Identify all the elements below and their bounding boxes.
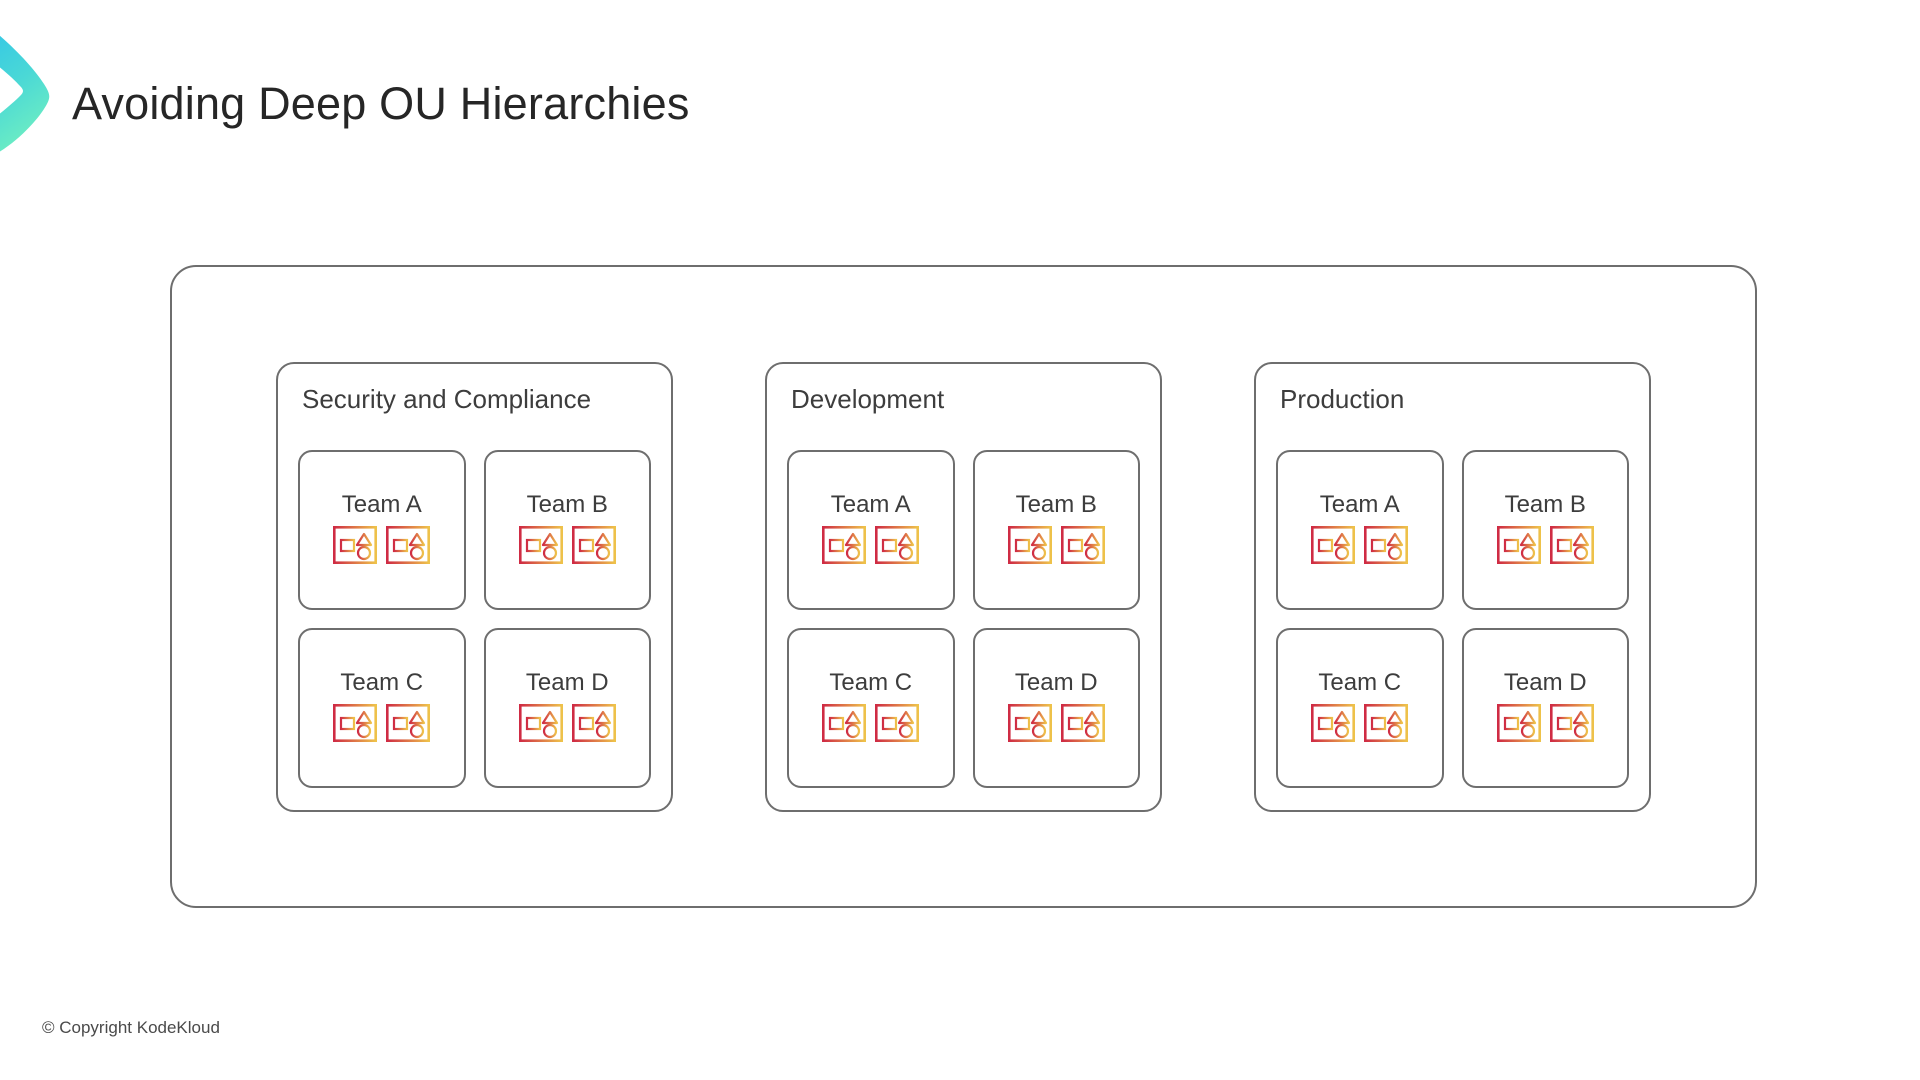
team-accounts [1007,526,1105,564]
team-accounts [518,526,616,564]
team-card[interactable]: Team A [1276,449,1444,610]
team-card[interactable]: Team D [1461,627,1629,788]
aws-account-icon [1496,704,1541,742]
team-accounts [518,704,616,742]
team-label: Team A [1319,491,1400,518]
team-label: Team A [341,491,422,518]
team-accounts [822,704,920,742]
aws-account-icon [386,704,431,742]
aws-account-icon [822,526,867,564]
aws-account-icon [386,526,431,564]
aws-account-icon [1007,526,1052,564]
aws-account-icon [333,704,378,742]
team-label: Team C [829,669,913,696]
team-accounts [1311,526,1409,564]
team-card[interactable]: Team A [298,449,466,610]
team-accounts [822,526,920,564]
team-card[interactable]: Team A [787,449,955,610]
aws-account-icon [333,526,378,564]
team-accounts [333,526,431,564]
ou-group-production[interactable]: Production Team A Team B [1254,361,1651,812]
ou-group-title: Production [1280,383,1405,414]
ou-groups-row: Security and Compliance Team A Team B [172,267,1755,906]
team-card[interactable]: Team C [298,627,466,788]
team-accounts [1007,704,1105,742]
team-card[interactable]: Team C [787,627,955,788]
copyright-footer: © Copyright KodeKloud [42,1018,220,1037]
team-label: Team D [1503,669,1587,696]
teams-grid: Team A Team B Team [787,449,1140,788]
aws-account-icon [1549,704,1594,742]
aws-account-icon [518,704,563,742]
aws-account-icon [1060,526,1105,564]
team-card[interactable]: Team B [972,449,1140,610]
team-card[interactable]: Team D [483,627,651,788]
team-card[interactable]: Team B [483,449,651,610]
aws-account-icon [1007,704,1052,742]
organization-root-container: Security and Compliance Team A Team B [170,265,1757,908]
chevron-logo-icon [0,18,62,163]
aws-account-icon [571,526,616,564]
page-title: Avoiding Deep OU Hierarchies [72,78,690,129]
team-card[interactable]: Team D [972,627,1140,788]
team-label: Team B [1015,491,1097,518]
team-label: Team D [525,669,609,696]
teams-grid: Team A Team B Team [298,449,651,788]
aws-account-icon [1364,704,1409,742]
team-accounts [1311,704,1409,742]
team-card[interactable]: Team B [1461,449,1629,610]
ou-group-title: Development [791,383,945,414]
team-label: Team C [1318,669,1402,696]
teams-grid: Team A Team B Team [1276,449,1629,788]
team-label: Team B [526,491,608,518]
aws-account-icon [571,704,616,742]
aws-account-icon [1496,526,1541,564]
aws-account-icon [1060,704,1105,742]
team-label: Team D [1014,669,1098,696]
team-accounts [1496,526,1594,564]
aws-account-icon [1549,526,1594,564]
aws-account-icon [822,704,867,742]
ou-group-development[interactable]: Development Team A Team B [765,361,1162,812]
team-label: Team A [830,491,911,518]
aws-account-icon [518,526,563,564]
aws-account-icon [1364,526,1409,564]
team-label: Team C [340,669,424,696]
aws-account-icon [875,704,920,742]
team-label: Team B [1504,491,1586,518]
team-accounts [1496,704,1594,742]
ou-group-security-and-compliance[interactable]: Security and Compliance Team A Team B [276,361,673,812]
team-accounts [333,704,431,742]
aws-account-icon [1311,704,1356,742]
ou-group-title: Security and Compliance [302,383,592,414]
team-card[interactable]: Team C [1276,627,1444,788]
aws-account-icon [875,526,920,564]
aws-account-icon [1311,526,1356,564]
